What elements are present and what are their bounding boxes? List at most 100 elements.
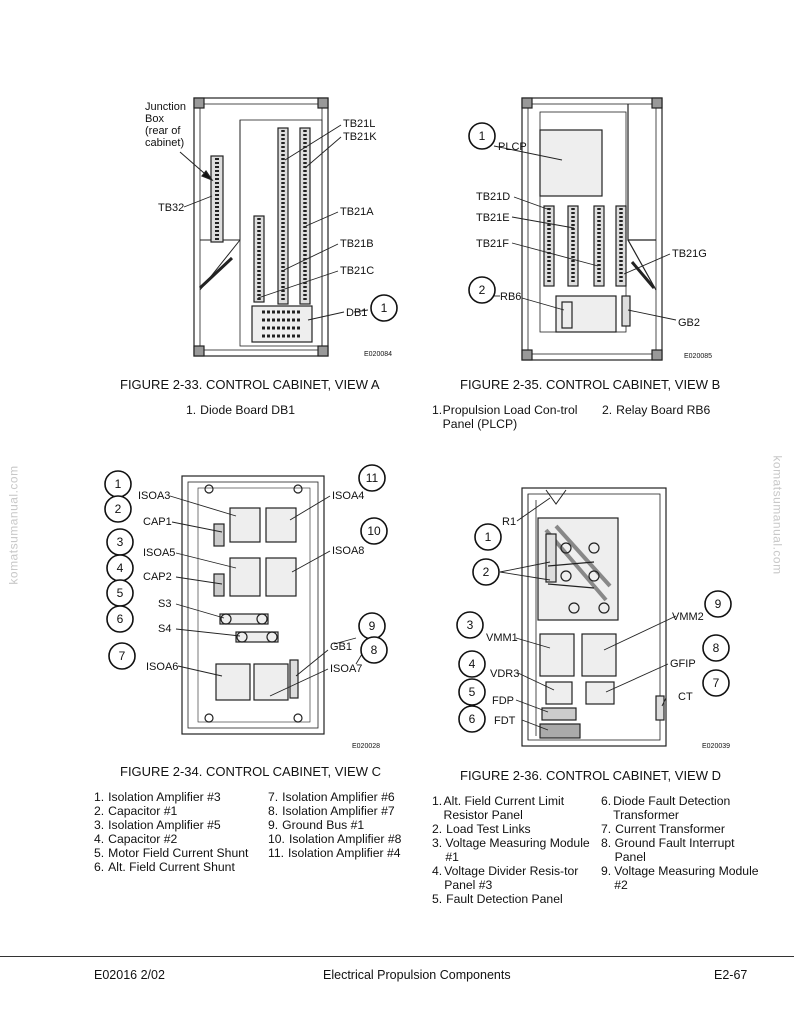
callout-36-4-number: 4 — [469, 657, 476, 671]
tb21c-label: TB21C — [340, 265, 374, 277]
legend-item: 4.Voltage Divider Resis-tor Panel #3 — [432, 864, 594, 892]
legend-item: 1.Alt. Field Current Limit Resistor Pane… — [432, 794, 594, 822]
fig33-code: E020084 — [364, 351, 392, 358]
tb21b-label: TB21B — [340, 238, 374, 250]
legend-text: Motor Field Current Shunt — [108, 846, 249, 860]
legend-number: 7. — [268, 790, 279, 804]
legend-item: 7.Isolation Amplifier #6 — [268, 790, 438, 804]
legend-number: 1. — [432, 794, 443, 808]
legend-text: Diode Fault Detection Transformer — [613, 794, 731, 822]
callout-36-9 — [704, 590, 732, 618]
tb21f-label: TB21F — [476, 238, 509, 250]
callout-36-2-number: 2 — [483, 565, 490, 579]
callout-36-5-number: 5 — [469, 685, 476, 699]
legend-text: Voltage Measuring Module #2 — [614, 864, 759, 892]
callout-34-8 — [360, 636, 388, 664]
callout-36-3-number: 3 — [467, 618, 474, 632]
db1-label: DB1 — [346, 307, 367, 319]
callout-34-5-number: 5 — [117, 586, 124, 600]
isoa4-label: ISOA4 — [332, 490, 364, 502]
cap2-label: CAP2 — [143, 571, 172, 583]
fig34-code: E020028 — [352, 743, 380, 750]
legend-item: 6.Alt. Field Current Shunt — [94, 860, 264, 874]
legend-number: 6. — [601, 794, 612, 808]
legend-item: 10.Isolation Amplifier #8 — [268, 832, 438, 846]
callout-35-2 — [468, 276, 496, 304]
callout-34-7 — [108, 642, 136, 670]
legend-number: 3. — [94, 818, 105, 832]
callout-35-2-number: 2 — [479, 283, 486, 297]
legend-number: 5. — [94, 846, 105, 860]
callout-36-1-number: 1 — [485, 530, 492, 544]
legend-item: 9.Ground Bus #1 — [268, 818, 438, 832]
legend-item: 1.Diode Board DB1 — [186, 403, 295, 417]
figure-2-33-legend: 1.Diode Board DB1 — [186, 403, 295, 417]
legend-text: Ground Bus #1 — [282, 818, 365, 832]
callout-36-3 — [456, 611, 484, 639]
legend-item: 5.Fault Detection Panel — [432, 892, 594, 906]
legend-text: Isolation Amplifier #7 — [282, 804, 395, 818]
legend-text: Propulsion Load Con-trol Panel (PLCP) — [442, 403, 578, 431]
callout-34-1-number: 1 — [115, 477, 122, 491]
legend-item: 4.Capacitor #2 — [94, 832, 264, 846]
legend-text: Isolation Amplifier #4 — [288, 846, 401, 860]
legend-item: 5.Motor Field Current Shunt — [94, 846, 264, 860]
callout-36-4 — [458, 650, 486, 678]
junction-box-label-3: (rear of — [145, 125, 181, 137]
legend-item: 7.Current Transformer — [601, 822, 761, 836]
callout-34-11-number: 11 — [366, 471, 379, 485]
legend-number: 1. — [94, 790, 105, 804]
footer-page-number: E2-67 — [714, 968, 748, 982]
legend-number: 2. — [432, 822, 443, 836]
callout-36-7-number: 7 — [713, 676, 720, 690]
vmm2-label: VMM2 — [672, 611, 704, 623]
tb21d-label: TB21D — [476, 191, 510, 203]
vdr3-label: VDR3 — [490, 668, 519, 680]
legend-number: 11. — [268, 846, 285, 860]
fdp-label: FDP — [492, 695, 514, 707]
callout-34-9-number: 9 — [369, 619, 376, 633]
footer-rule — [0, 956, 794, 957]
legend-item: 2.Load Test Links — [432, 822, 594, 836]
tb32-label: TB32 — [158, 202, 184, 214]
legend-text: Isolation Amplifier #8 — [288, 832, 402, 846]
callout-36-6-number: 6 — [469, 712, 476, 726]
fdt-label: FDT — [494, 715, 516, 727]
callout-36-2 — [472, 558, 500, 586]
legend-number: 2. — [94, 804, 105, 818]
legend-number: 6. — [94, 860, 105, 874]
legend-text: Alt. Field Current Shunt — [108, 860, 235, 874]
figure-2-35-title: FIGURE 2-35. CONTROL CABINET, VIEW B — [460, 377, 721, 392]
legend-text: Voltage Divider Resis-tor Panel #3 — [444, 864, 579, 892]
callout-36-1 — [474, 523, 502, 551]
rb6-label: RB6 — [500, 291, 521, 303]
callout-34-6-number: 6 — [117, 612, 124, 626]
junction-box-label-1: Junction — [145, 101, 186, 113]
footer-doc-id: E02016 2/02 — [94, 968, 165, 982]
callout-36-7 — [702, 669, 730, 697]
legend-item: 1.Isolation Amplifier #3 — [94, 790, 264, 804]
legend-item: 6.Diode Fault Detection Transformer — [601, 794, 761, 822]
legend-number: 9. — [601, 864, 612, 878]
legend-item: 3.Isolation Amplifier #5 — [94, 818, 264, 832]
figure-2-36-legend-left: 1.Alt. Field Current Limit Resistor Pane… — [432, 794, 594, 906]
callout-34-11 — [358, 464, 386, 492]
callout-34-10-number: 10 — [367, 524, 381, 538]
legend-text: Load Test Links — [446, 822, 531, 836]
gb1-label: GB1 — [330, 641, 352, 653]
junction-box-label-4: cabinet) — [145, 137, 184, 149]
gb2-label: GB2 — [678, 317, 700, 329]
legend-item: 2.Relay Board RB6 — [602, 403, 752, 417]
tb21k-label: TB21K — [343, 131, 377, 143]
isoa3-label: ISOA3 — [138, 490, 170, 502]
legend-text: Relay Board RB6 — [616, 403, 711, 417]
gfip-label: GFIP — [670, 658, 696, 670]
plcp-label: PLCP — [498, 141, 527, 153]
figure-2-34-title: FIGURE 2-34. CONTROL CABINET, VIEW C — [120, 764, 382, 779]
callout-35-1 — [468, 122, 496, 150]
legend-number: 8. — [601, 836, 612, 850]
legend-item: 8.Ground Fault Interrupt Panel — [601, 836, 761, 864]
callout-35-1-number: 1 — [479, 129, 486, 143]
